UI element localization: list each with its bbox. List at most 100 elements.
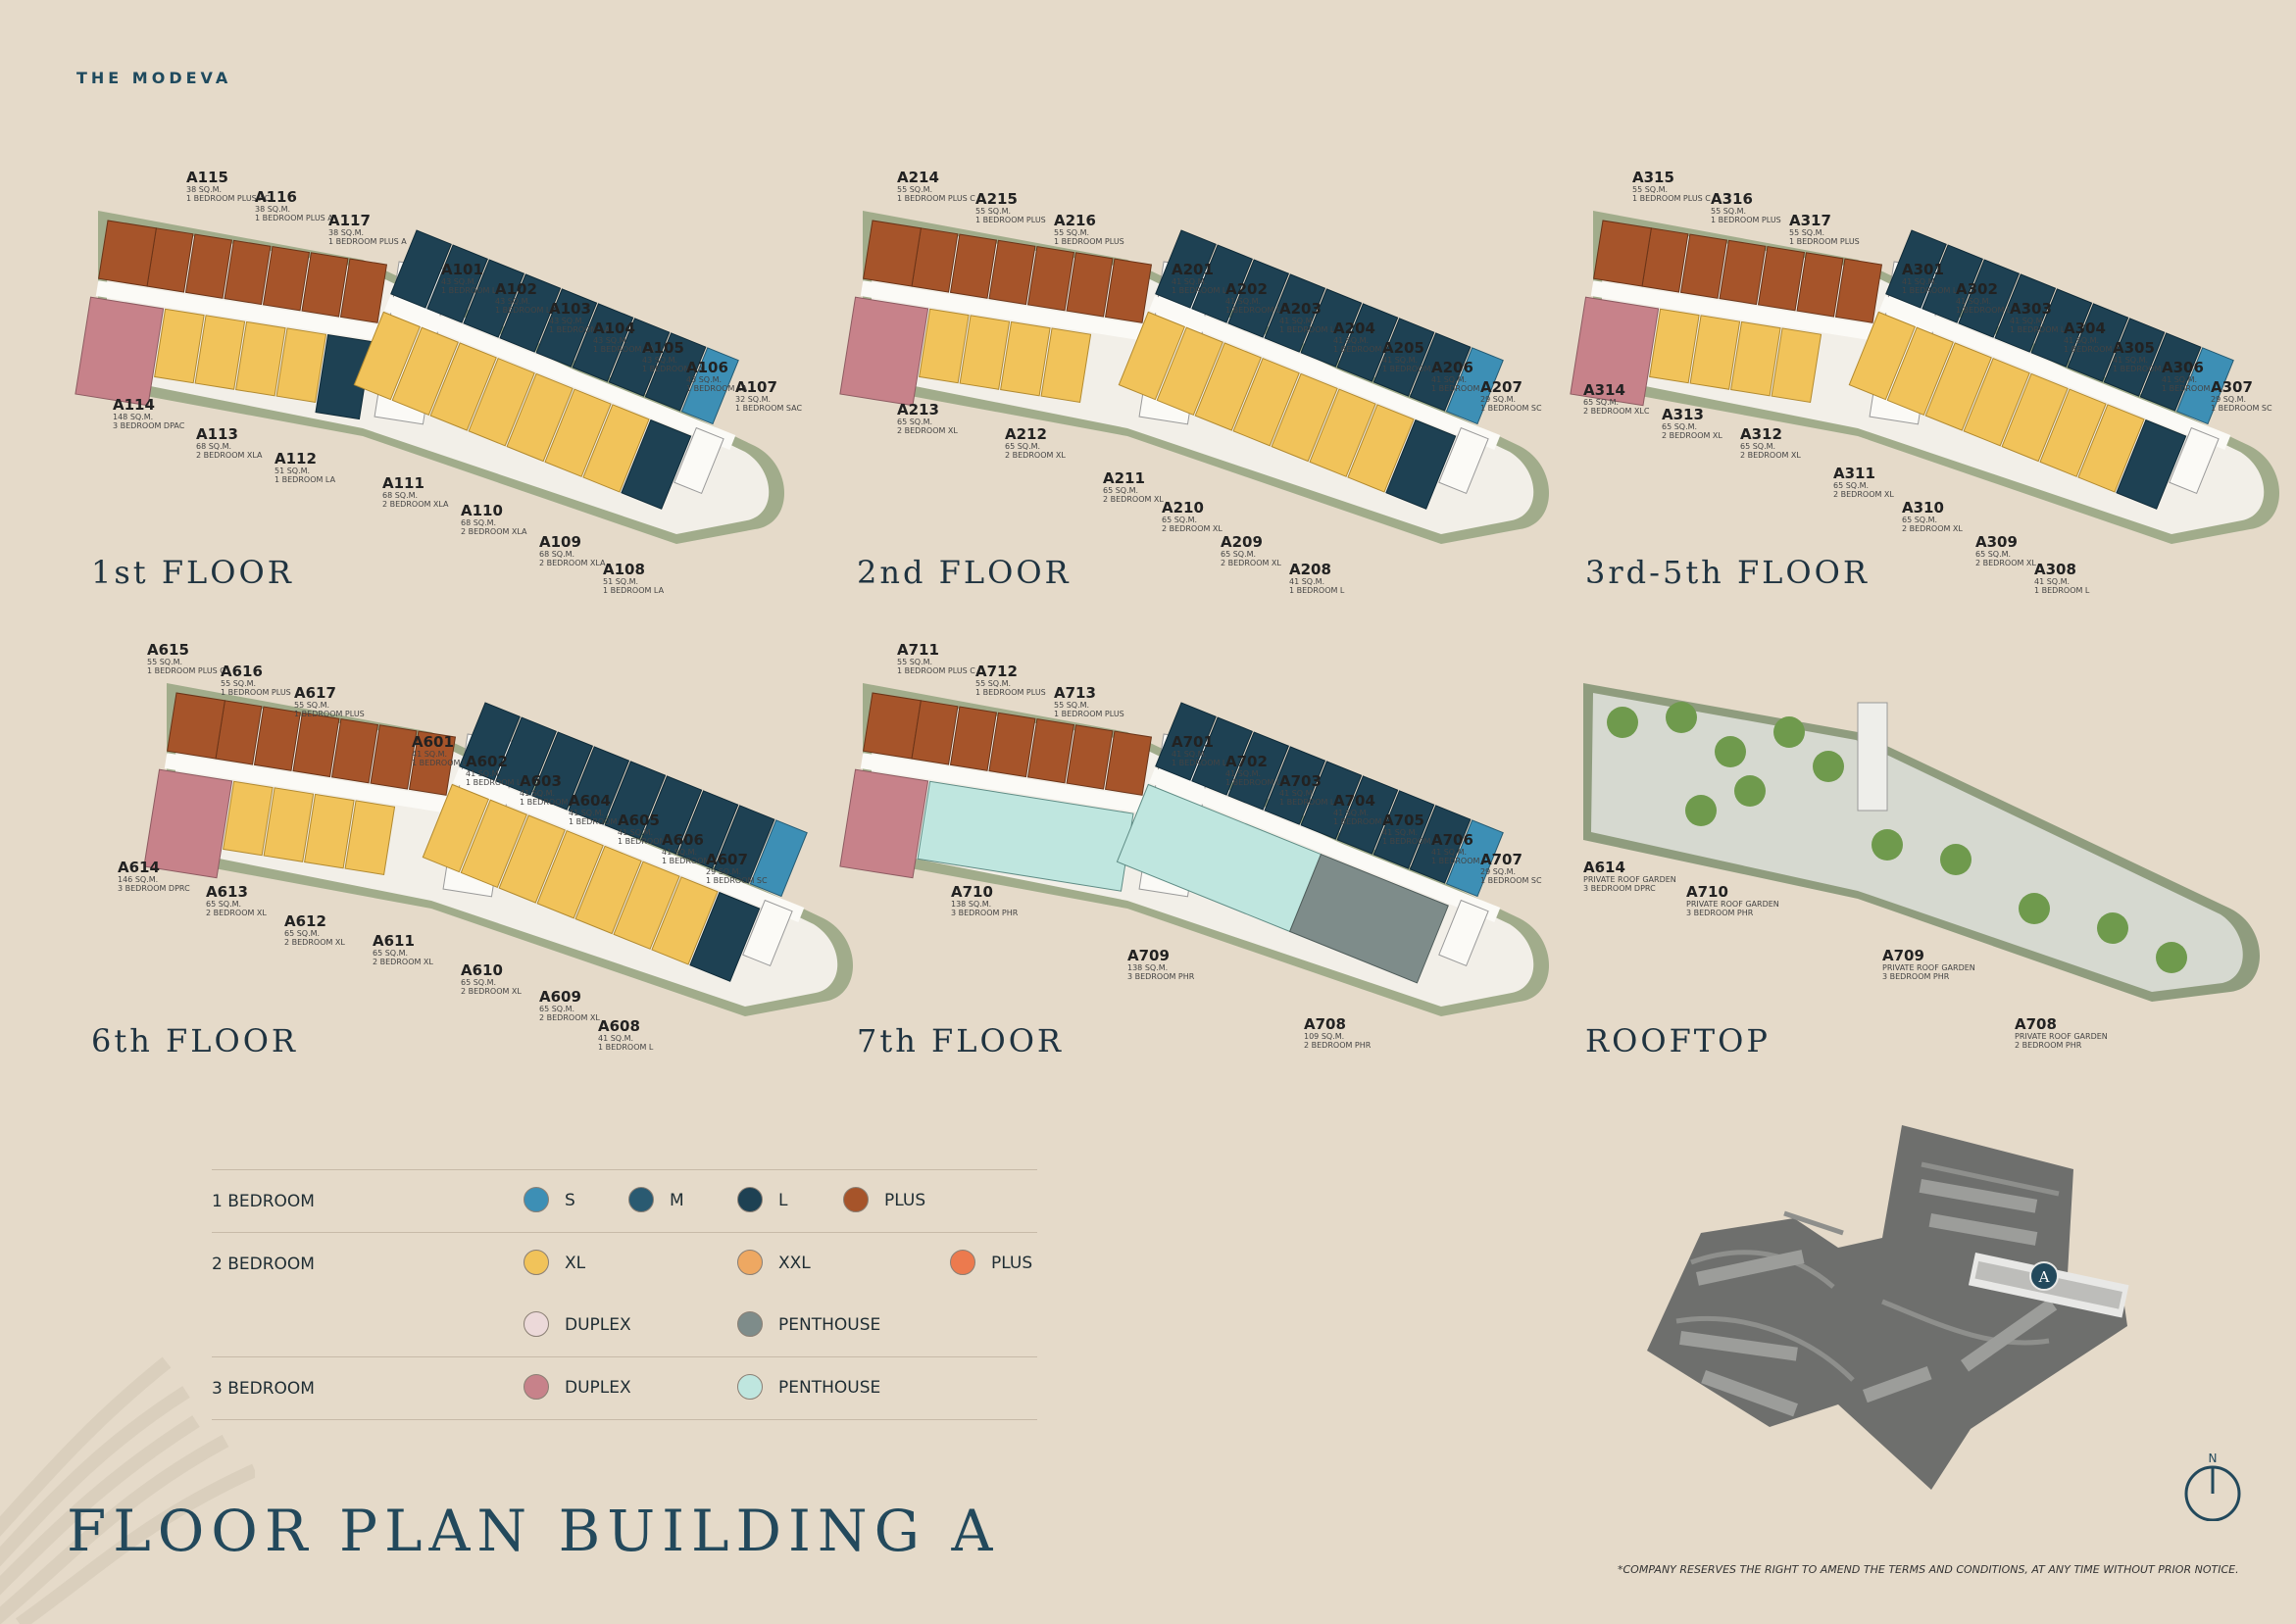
- unit-id: A215: [975, 190, 1018, 208]
- unit-type: 2 BEDROOM XL: [897, 426, 958, 435]
- unit-id: A602: [466, 753, 508, 770]
- roof-deck: [1591, 693, 2243, 992]
- swatch-xxl: [737, 1250, 763, 1275]
- unit-xl: [1649, 308, 1700, 384]
- roof-core: [1857, 702, 1888, 812]
- unit-xl: [1886, 326, 1954, 416]
- unit-id: A606: [662, 831, 704, 849]
- floor-label: 7th FLOOR: [857, 1022, 1065, 1059]
- north-compass-icon: N: [2184, 1452, 2241, 1521]
- legend-label: M: [670, 1191, 684, 1210]
- floor-label: 1st FLOOR: [91, 554, 294, 591]
- unit-id: A306: [2162, 359, 2204, 376]
- legend-label: DUPLEX: [565, 1315, 631, 1335]
- corridor: [1879, 295, 2231, 450]
- legend-row: 2 BEDROOM XL XXL PLUS: [212, 1232, 1037, 1295]
- floor-plan-drawing: [839, 211, 1549, 544]
- brand-logo: THE MODEVA: [76, 69, 232, 87]
- unit-l: [1264, 273, 1326, 353]
- unit-l: [644, 332, 707, 412]
- unit-area: 41 SQ.M.: [1382, 828, 1419, 837]
- unit-area: 55 SQ.M.: [147, 658, 183, 666]
- unit-area: 55 SQ.M.: [897, 658, 933, 666]
- unit-area: 38 SQ.M.: [255, 205, 291, 214]
- unit-l: [568, 746, 630, 825]
- unit-l: [1264, 746, 1326, 825]
- unit-type: 1 BEDROOM PLUS: [975, 216, 1046, 224]
- unit-area: 41 SQ.M.: [1902, 277, 1938, 286]
- unit-type: 1 BEDROOM PLUS: [975, 688, 1046, 697]
- unit-id: A212: [1005, 425, 1047, 443]
- floor-plan-drawing: [75, 211, 784, 544]
- building-marker-label: A: [2038, 1268, 2050, 1286]
- stair: [2169, 426, 2220, 495]
- unit-type: 1 BEDROOM LA: [642, 365, 704, 373]
- tree-icon: [1773, 716, 1805, 748]
- unit-l: [459, 702, 521, 781]
- unit-xl: [1232, 357, 1300, 447]
- unit-plus: [370, 724, 418, 790]
- unit-type: 1 BEDROOM L: [466, 778, 522, 787]
- unit-l: [713, 805, 775, 884]
- unit-id: A708: [2015, 1015, 2057, 1033]
- unit-id: A205: [1382, 339, 1424, 357]
- unit-type: 2 BEDROOM XLA: [196, 451, 263, 460]
- unit-type: 3 BEDROOM DPAC: [113, 421, 185, 430]
- unit-xl: [2077, 404, 2145, 493]
- unit-area: 65 SQ.M.: [1583, 398, 1620, 407]
- unit-duplex: [75, 296, 165, 407]
- swatch-penthouse: [737, 1311, 763, 1337]
- unit-area: 41 SQ.M.: [1279, 789, 1316, 798]
- swatch-xl: [524, 1250, 549, 1275]
- unit-area: 65 SQ.M.: [206, 900, 242, 909]
- unit-id: A601: [412, 733, 454, 751]
- unit-plus: [301, 252, 349, 318]
- unit-id: A703: [1279, 772, 1322, 790]
- unit-s: [749, 819, 808, 898]
- unit-id: A115: [186, 169, 228, 186]
- site-map: A: [1647, 1125, 2129, 1490]
- unit-area: 65 SQ.M.: [897, 418, 933, 426]
- unit-area: 43 SQ.M.: [593, 336, 629, 345]
- unit-xl: [429, 342, 497, 431]
- unit-type: 1 BEDROOM LA: [686, 384, 748, 393]
- unit-type: 3 BEDROOM PHR: [1882, 972, 1950, 981]
- legend-label: S: [565, 1191, 575, 1210]
- unit-type: 1 BEDROOM L: [1172, 759, 1227, 767]
- unit-area: 41 SQ.M.: [1431, 848, 1468, 857]
- unit-id: A702: [1225, 753, 1268, 770]
- unit-s: [2175, 347, 2234, 425]
- unit-area: 41 SQ.M.: [1956, 297, 1992, 306]
- unit-type: 1 BEDROOM PLUS: [1054, 237, 1124, 246]
- unit-type: 3 BEDROOM PHR: [1686, 909, 1754, 917]
- unit-l: [2067, 303, 2129, 382]
- disclaimer: *COMPANY RESERVES THE RIGHT TO AMEND THE…: [1618, 1563, 2239, 1576]
- unit-type: 2 BEDROOM PHR: [1304, 1041, 1372, 1050]
- unit-area: 65 SQ.M.: [1833, 481, 1870, 490]
- tree-icon: [2156, 942, 2187, 973]
- unit-id: A214: [897, 169, 939, 186]
- right-wing: [1118, 229, 1504, 510]
- unit-type-legend: 1 BEDROOM S M L PLUS 2 BEDROOM XL XXL PL…: [212, 1169, 1037, 1420]
- unit-xl: [1924, 342, 1992, 431]
- unit-id: A709: [1127, 947, 1170, 964]
- unit-area: 65 SQ.M.: [373, 949, 409, 958]
- unit-id: A710: [1686, 883, 1728, 901]
- unit-type: 1 BEDROOM L: [1279, 798, 1335, 807]
